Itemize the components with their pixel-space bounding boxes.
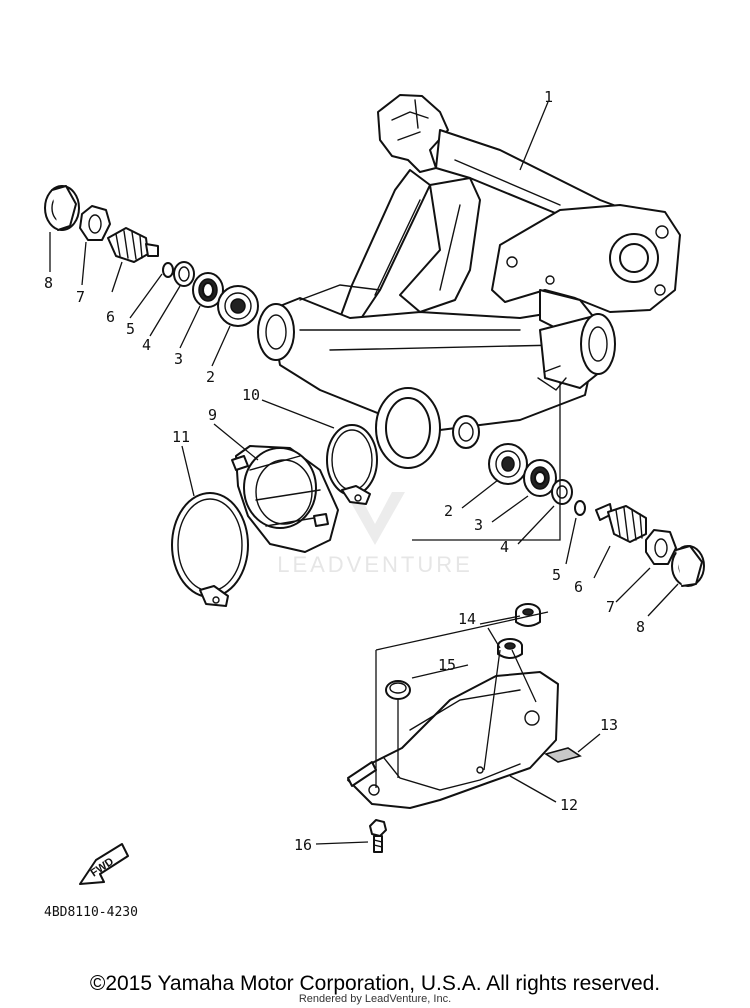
callout-7-right: 7 xyxy=(606,598,615,616)
right-bearing-stack xyxy=(488,443,705,587)
callout-8-right: 8 xyxy=(636,618,645,636)
copyright-notice: ©2015 Yamaha Motor Corporation, U.S.A. A… xyxy=(89,972,661,995)
rendered-by-notice: Rendered by LeadVenture, Inc. xyxy=(298,993,452,1005)
callout-2-right: 2 xyxy=(444,502,453,520)
callout-1: 1 xyxy=(544,88,553,106)
callout-10: 10 xyxy=(242,386,260,404)
callout-8-left: 8 xyxy=(44,274,53,292)
left-bearing-stack xyxy=(44,185,259,327)
callout-6-left: 6 xyxy=(106,308,115,326)
lower-guard xyxy=(347,671,559,809)
callout-5-right: 5 xyxy=(552,566,561,584)
callout-3-right: 3 xyxy=(474,516,483,534)
callout-12: 12 xyxy=(560,796,578,814)
callout-4-right: 4 xyxy=(500,538,509,556)
callout-numbers: 1 8 7 6 5 4 3 2 10 9 11 2 3 4 5 6 7 8 14… xyxy=(44,88,645,854)
callout-3-left: 3 xyxy=(174,350,183,368)
small-parts xyxy=(369,603,582,853)
callout-6-right: 6 xyxy=(574,578,583,596)
diagram-code: 4BD8110-4230 xyxy=(44,905,138,920)
swingarm xyxy=(257,94,681,469)
callout-11: 11 xyxy=(172,428,190,446)
boot-and-bands xyxy=(171,424,378,607)
leader-lines xyxy=(49,101,679,845)
callout-7-left: 7 xyxy=(76,288,85,306)
watermark-text: LEADVENTURE xyxy=(277,552,473,577)
callout-13: 13 xyxy=(600,716,618,734)
callout-16: 16 xyxy=(294,836,312,854)
callout-5-left: 5 xyxy=(126,320,135,338)
leadventure-watermark: LEADVENTURE xyxy=(277,492,473,577)
callout-15: 15 xyxy=(438,656,456,674)
callout-2-left: 2 xyxy=(206,368,215,386)
fwd-arrow-icon: FWD xyxy=(79,843,129,885)
callout-9: 9 xyxy=(208,406,217,424)
callout-4-left: 4 xyxy=(142,336,151,354)
callout-14: 14 xyxy=(458,610,476,628)
